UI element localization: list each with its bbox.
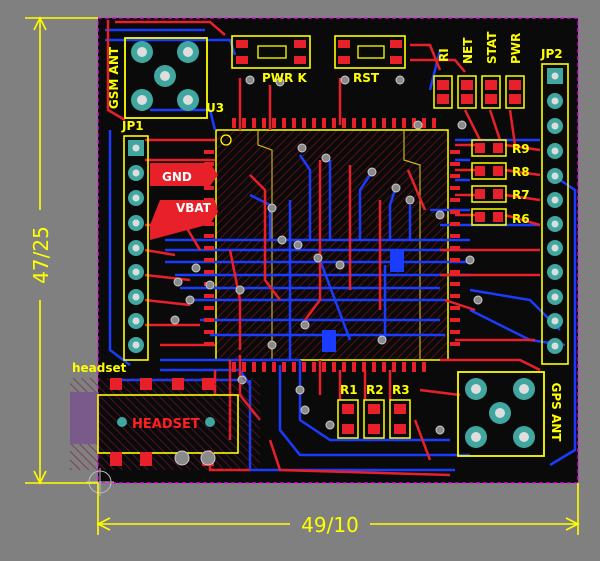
headset-label: headset [72,361,127,375]
gps-ant-label: GPS ANT [549,383,563,443]
pwr-k-label: PWR K [262,71,307,85]
resistor-array-bottom [337,399,411,439]
pwr-label: PWR [509,33,523,64]
r3-label: R3 [392,383,410,397]
r8-label: R8 [512,165,530,179]
ri-label: RI [437,48,451,62]
r1-label: R1 [340,383,358,397]
resistor-array-right [471,139,507,226]
rst-outline [334,35,406,69]
height-dimension-label: 47/25 [29,226,53,284]
gnd-trace [150,163,218,186]
silk-line [257,130,273,360]
headset-outline [97,394,239,454]
vbat-trace [150,200,218,240]
vbat-label: VBAT [176,201,212,215]
width-dimension-label: 49/10 [301,513,359,537]
u3-label: U3 [206,101,224,115]
gps-ant-pads [465,378,535,448]
pwr-k-actuator [257,45,287,59]
gps-ant-outline [457,371,545,457]
headset-hole [205,417,215,427]
headset-hole [117,417,127,427]
r7-label: R7 [512,188,530,202]
led-array [433,75,525,109]
gsm-ant-label: GSM ANT [107,46,121,109]
r2-label: R2 [366,383,384,397]
stat-label: STAT [485,31,499,64]
jp2-pins [547,68,563,354]
net-label: NET [461,37,475,64]
ground-pour [216,130,448,360]
bottom-pad [390,250,404,272]
jp1-outline [123,135,149,361]
headset-body-label: HEADSET [132,417,200,432]
jp2-label: JP2 [540,47,563,61]
pwr-k-outline [231,35,311,69]
gsm-ant-pads [131,41,199,111]
rst-label: RST [353,71,380,85]
jp1-pins [128,140,144,353]
bottom-pad [322,330,336,352]
gsm-ant-outline [124,37,208,119]
pin1-marker [220,134,232,146]
rst-actuator [357,45,385,59]
jp1-label: JP1 [121,119,144,133]
headset-keepout [70,378,260,470]
board-outline [97,17,579,484]
headset-plug [70,392,98,444]
module-outline [215,129,449,361]
jp2-outline [541,63,569,365]
r9-label: R9 [512,142,530,156]
gnd-label: GND [162,170,192,184]
r6-label: R6 [512,212,530,226]
vias [170,75,483,435]
